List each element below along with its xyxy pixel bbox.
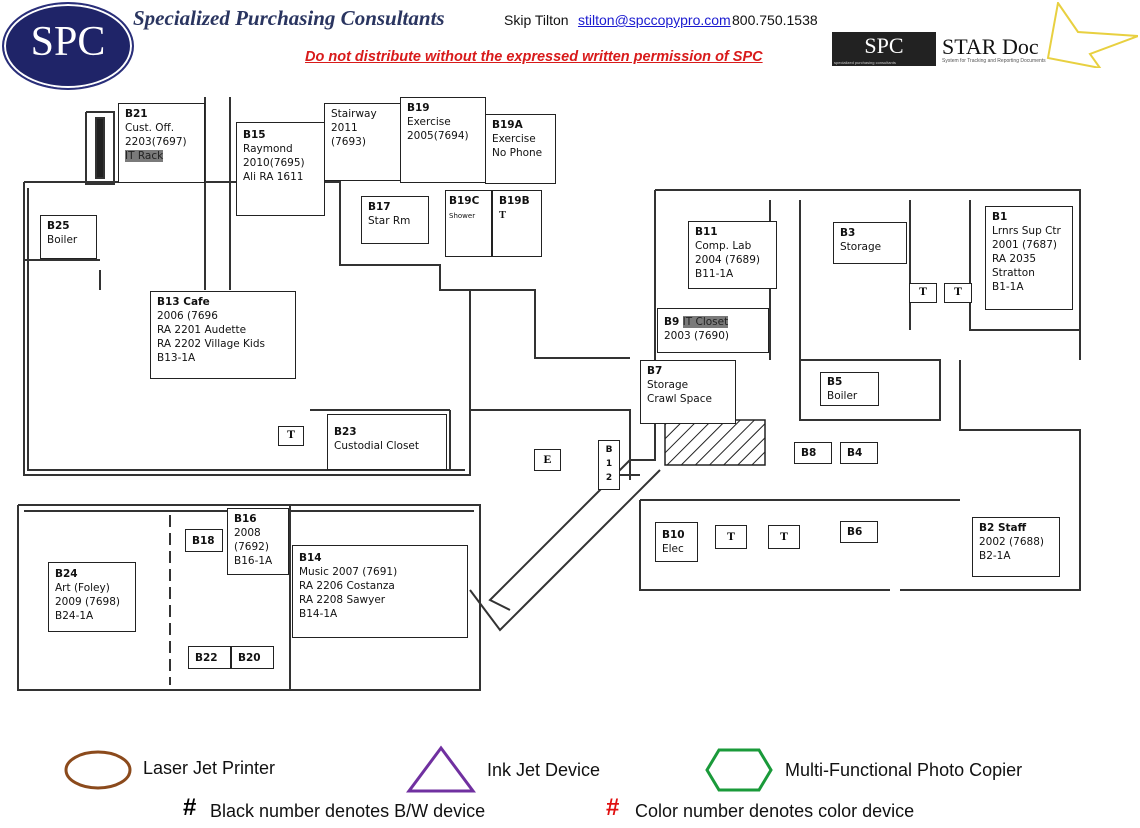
room-b15[interactable]: B15 Raymond 2010(7695) Ali RA 1611 (236, 122, 325, 216)
bw-hash-symbol: # (183, 794, 197, 821)
legend-color-label: Color number denotes color device (635, 801, 915, 821)
legend-inkjet-label: Ink Jet Device (487, 760, 601, 780)
room-b3[interactable]: B3 Storage (833, 222, 907, 264)
it-rack-highlight: IT Rack (125, 150, 164, 162)
room-b16[interactable]: B16 2008 (7692) B16-1A (227, 508, 289, 575)
toilet-icon: T (499, 210, 507, 221)
room-b22[interactable]: B22 (188, 646, 231, 669)
copier-hexagon-icon (705, 748, 773, 792)
toilet-icon: T (715, 525, 747, 549)
star-logo-tagline-left: specialized purchasing consultants (834, 60, 896, 65)
star-logo-spc: SPC (832, 32, 936, 66)
room-b1[interactable]: B1 Lrnrs Sup Ctr 2001 (7687) RA 2035 Str… (985, 206, 1073, 310)
email-link[interactable]: stilton@spccopypro.com (578, 12, 731, 28)
room-b9[interactable]: B9 IT Closet 2003 (7690) (657, 308, 769, 353)
contact-name: Skip Tilton (504, 12, 569, 28)
room-b21[interactable]: B21 Cust. Off. 2203(7697) IT Rack (118, 103, 205, 183)
star-logo-tagline: System for Tracking and Reporting Docume… (942, 58, 1046, 64)
star-doc-logo: SPC STAR Doc specialized purchasing cons… (828, 2, 1138, 68)
legend-laser-label: Laser Jet Printer (143, 758, 276, 778)
room-b11[interactable]: B11 Comp. Lab 2004 (7689) B11-1A (688, 221, 777, 289)
room-e[interactable]: E (534, 449, 561, 471)
legend-mfp-label: Multi-Functional Photo Copier (785, 760, 1023, 780)
room-stairway[interactable]: Stairway 2011 (7693) (324, 103, 402, 181)
room-b19b[interactable]: B19B T (492, 190, 542, 257)
toilet-icon: T (909, 283, 937, 303)
toilet-icon: T (278, 426, 304, 446)
room-b8[interactable]: B8 (794, 442, 832, 464)
room-b18[interactable]: B18 (185, 529, 223, 552)
legend-bw-label: Black number denotes B/W device (210, 801, 486, 821)
phone-number: 800.750.1538 (732, 12, 818, 28)
room-b2[interactable]: B2 Staff 2002 (7688) B2-1A (972, 517, 1060, 577)
laser-printer-ellipse-icon (64, 750, 132, 790)
room-b6[interactable]: B6 (840, 521, 878, 543)
room-b19[interactable]: B19 Exercise 2005(7694) (400, 97, 486, 183)
it-closet-highlight: IT Closet (682, 316, 729, 328)
room-b24[interactable]: B24 Art (Foley) 2009 (7698) B24-1A (48, 562, 136, 632)
ink-jet-triangle-icon (406, 745, 476, 793)
room-b5[interactable]: B5 Boiler (820, 372, 879, 406)
spc-logo: SPC (2, 2, 134, 90)
logo-text: SPC (30, 19, 106, 65)
crawl-space-hatch (664, 419, 766, 466)
star-logo-title: STAR Doc (942, 34, 1039, 59)
room-b19a[interactable]: B19A Exercise No Phone (485, 114, 556, 184)
distribution-warning: Do not distribute without the expressed … (305, 49, 763, 65)
toilet-icon: T (768, 525, 800, 549)
room-b17[interactable]: B17 Star Rm (361, 196, 429, 244)
room-b10[interactable]: B10 Elec (655, 522, 698, 562)
color-hash-symbol: # (606, 794, 620, 821)
toilet-icon: T (944, 283, 972, 303)
room-b7[interactable]: B7 Storage Crawl Space (640, 360, 736, 424)
room-b25[interactable]: B25 Boiler (40, 215, 97, 259)
room-b14[interactable]: B14 Music 2007 (7691) RA 2206 Costanza R… (292, 545, 468, 638)
room-b23[interactable]: B23 Custodial Closet (327, 414, 447, 470)
room-b12[interactable]: B 1 2 (598, 440, 620, 490)
room-b13[interactable]: B13 Cafe 2006 (7696 RA 2201 Audette RA 2… (150, 291, 296, 379)
room-b19c[interactable]: B19C Shower (445, 190, 492, 257)
room-b20[interactable]: B20 (231, 646, 274, 669)
company-name: Specialized Purchasing Consultants (133, 6, 445, 30)
room-b4[interactable]: B4 (840, 442, 878, 464)
